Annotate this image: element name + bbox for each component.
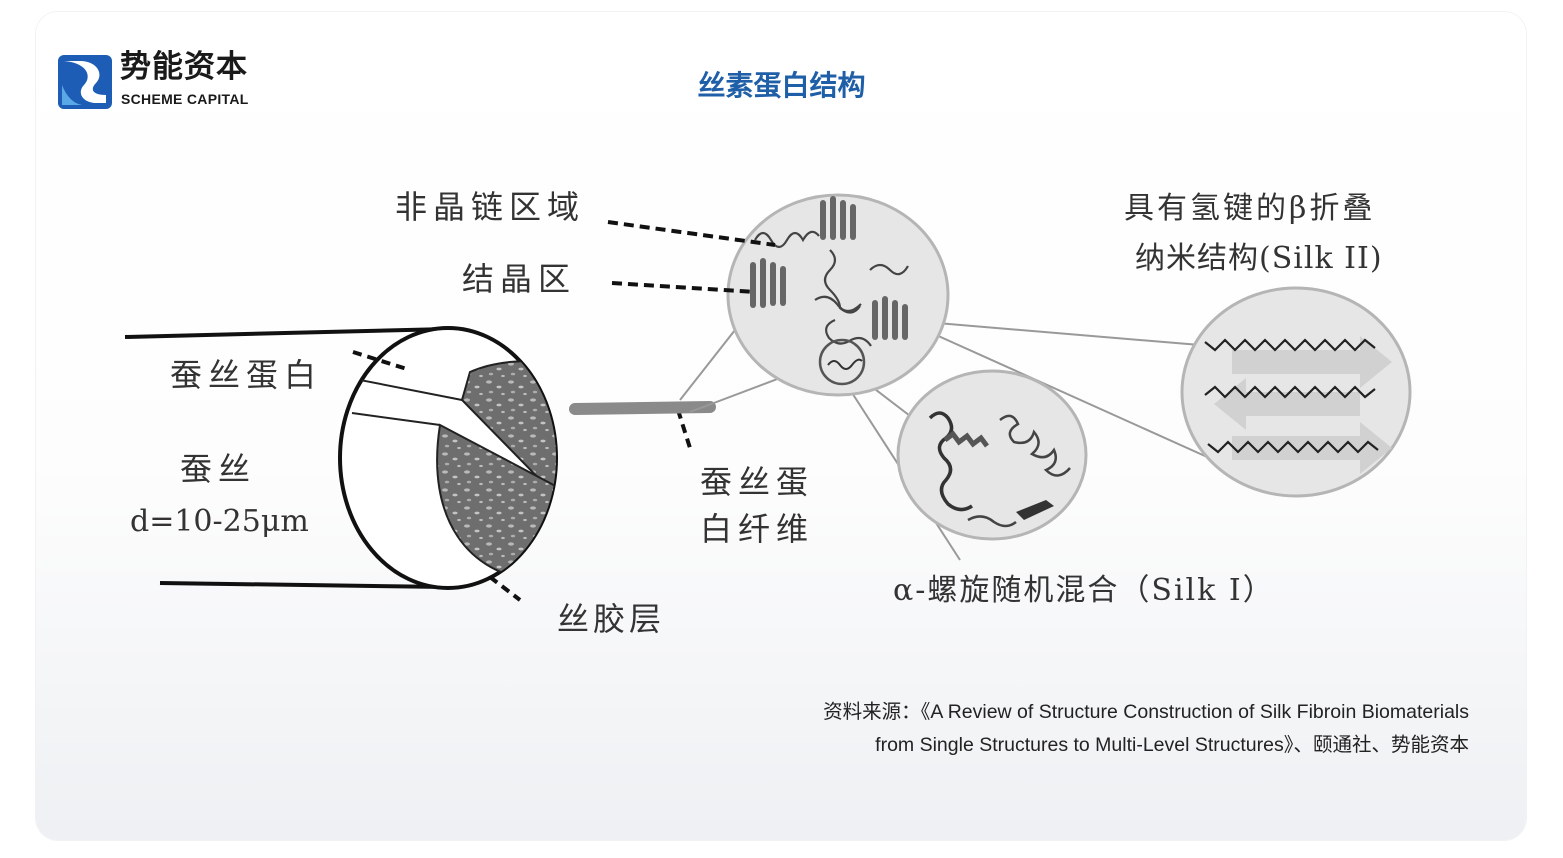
label-alpha-helix: α-螺旋随机混合（Silk I） xyxy=(893,573,1275,608)
zoom-lines xyxy=(679,321,1226,561)
page-title: 丝素蛋白结构 xyxy=(697,69,866,102)
pointer-lines-left xyxy=(352,350,692,602)
label-silk: 蚕丝 xyxy=(180,450,256,488)
brand-name-en: SCHEME CAPITAL xyxy=(121,91,249,107)
brand-name-cn: 势能资本 xyxy=(120,49,248,85)
source-citation: 资料来源：《A Review of Structure Construction… xyxy=(823,696,1469,762)
pointer-lines-top xyxy=(607,220,776,294)
alpha-helix-bubble xyxy=(896,369,1088,541)
label-beta-sheet-line1: 具有氢键的β折叠 xyxy=(1124,191,1375,226)
label-amorphous-region: 非晶链区域 xyxy=(395,188,585,226)
label-fibril-line2: 白纤维 xyxy=(700,510,814,548)
label-beta-sheet-line2: 纳米结构(Silk II) xyxy=(1135,241,1383,276)
scheme-capital-logo-icon xyxy=(58,55,112,109)
label-sericin: 丝胶层 xyxy=(557,600,665,638)
label-fibril-line1: 蚕丝蛋 xyxy=(700,463,814,501)
beta-sheet-bubble xyxy=(1180,286,1412,498)
label-crystalline-region: 结晶区 xyxy=(462,260,576,298)
molecular-structure-bubble xyxy=(726,193,950,397)
single-fibril xyxy=(569,401,716,415)
source-line-1: 资料来源：《A Review of Structure Construction… xyxy=(823,701,1469,723)
source-line-2: from Single Structures to Multi-Level St… xyxy=(875,734,1469,756)
label-fibroin: 蚕丝蛋白 xyxy=(170,356,322,394)
label-diameter: d=10-25μm xyxy=(130,504,309,539)
